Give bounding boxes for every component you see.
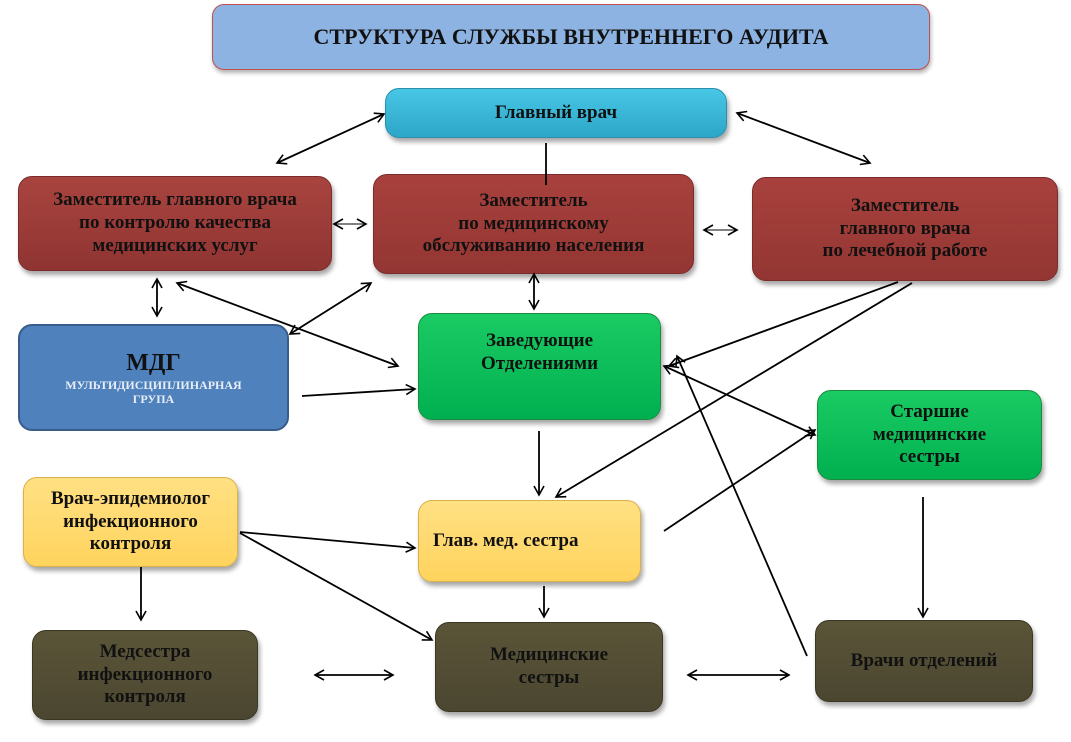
node-chief-doctor: Главный врач: [385, 88, 727, 138]
deputy-treatment-line-1: Заместитель: [850, 194, 960, 216]
infection-nurse-line-1: Медсестра: [99, 640, 191, 662]
edge-treatment-dept-heads: [667, 281, 899, 369]
infection-nurse-line-2: инфекционного: [77, 663, 213, 685]
dept-doctors-label: Врачи отделений: [850, 649, 998, 671]
senior-nurses-line-1: Старшие: [890, 400, 969, 422]
edge-quality-dept-heads: [175, 280, 400, 369]
node-epidemiologist: Врач-эпидемиолог инфекционного контроля: [23, 477, 238, 567]
node-senior-nurses: Старшие медицинские сестры: [817, 390, 1042, 480]
deputy-quality-line-2: по контролю качества: [79, 212, 271, 234]
epidemiologist-line-3: контроля: [89, 533, 172, 555]
deputy-service-line-3: обслуживанию населения: [422, 235, 645, 257]
deputy-quality-line-1: Заместитель главного врача: [53, 189, 297, 211]
mdg-abbreviation: МДГ: [126, 349, 181, 376]
dept-heads-line-1: Заведующие: [485, 330, 594, 351]
diagram-title: СТРУКТУРА СЛУЖБЫ ВНУТРЕННЕГО АУДИТА: [212, 4, 930, 70]
diagram-title-text: СТРУКТУРА СЛУЖБЫ ВНУТРЕННЕГО АУДИТА: [313, 23, 829, 49]
nurses-line-2: сестры: [518, 667, 580, 688]
dept-heads-line-2: Отделениями: [480, 352, 599, 374]
deputy-treatment-line-2: главного врача: [839, 217, 971, 239]
deputy-service-line-1: Заместитель: [479, 189, 588, 211]
nurses-line-1: Медицинские: [489, 644, 609, 666]
edge-dept-heads-senior-nurses: [662, 364, 817, 437]
mdg-full-line-2: ГРУПА: [132, 391, 175, 406]
edge-epidemiologist-nurses: [239, 532, 434, 641]
epidemiologist-line-2: инфекционного: [63, 510, 198, 532]
mdg-full-line-1: МУЛЬТИДИСЦИПЛИНАРНАЯ: [65, 377, 242, 392]
edge-chief-treatment: [735, 110, 872, 166]
node-deputy-treatment: Заместитель главного врача по лечебной р…: [752, 177, 1058, 281]
node-deputy-service: Заместитель по медицинскому обслуживанию…: [373, 174, 694, 274]
edge-service-mdg: [288, 282, 373, 335]
epidemiologist-line-1: Врач-эпидемиолог: [50, 487, 211, 509]
edge-mdg-dept-heads: [301, 383, 417, 397]
deputy-service-line-2: по медицинскому: [458, 212, 609, 234]
edge-treatment-head-nurse: [554, 282, 913, 498]
edge-dept-doctors-dept-heads: [675, 354, 808, 657]
node-head-nurse: Глав. мед. сестра: [418, 500, 641, 582]
deputy-quality-line-3: медицинских услуг: [92, 234, 258, 256]
senior-nurses-line-3: сестры: [899, 446, 960, 468]
node-dept-heads: Заведующие Отделениями: [418, 313, 661, 420]
chief-doctor-label: Главный врач: [494, 101, 618, 123]
node-nurses: Медицинские сестры: [435, 622, 663, 712]
edge-epidemiologist-head-nurse: [239, 531, 417, 553]
node-deputy-quality: Заместитель главного врача по контролю к…: [18, 176, 332, 271]
head-nurse-label: Глав. мед. сестра: [433, 529, 579, 551]
deputy-treatment-line-3: по лечебной работе: [822, 240, 988, 262]
node-dept-doctors: Врачи отделений: [815, 620, 1033, 702]
senior-nurses-line-2: медицинские: [872, 423, 987, 445]
infection-nurse-line-3: контроля: [104, 686, 186, 708]
edge-chief-quality: [275, 112, 386, 165]
node-infection-nurse: Медсестра инфекционного контроля: [32, 630, 258, 720]
edge-head-nurse-senior-nurses: [663, 429, 817, 532]
